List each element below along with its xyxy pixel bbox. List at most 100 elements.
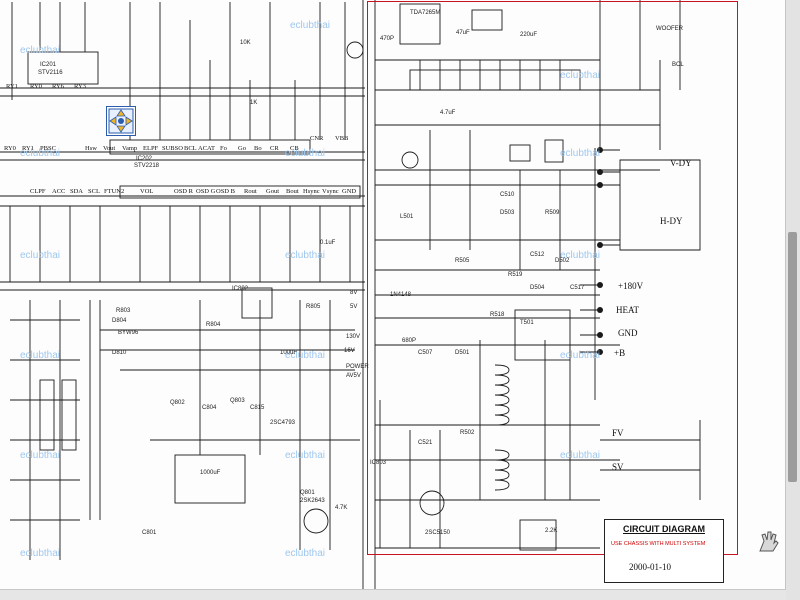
component-label: L501	[400, 214, 414, 220]
bus-label: Bout	[286, 188, 299, 195]
component-label: R502	[460, 430, 475, 436]
watermark: eclubthai	[285, 450, 326, 461]
bus-label: FTUN2	[104, 188, 125, 195]
component-label: D503	[500, 210, 515, 216]
component-label: R518	[490, 312, 505, 318]
bus-label: RY1	[22, 145, 34, 152]
component-label: D804	[112, 318, 127, 324]
component-label: C815	[250, 405, 265, 411]
watermark: eclubthai	[290, 20, 331, 31]
navigation-arrows-icon[interactable]	[106, 106, 136, 136]
component-label: 470P	[380, 36, 395, 42]
bus-label: CLPF	[30, 188, 46, 195]
component-label: 0.1uF	[320, 240, 336, 246]
schematic-drawing	[0, 0, 701, 590]
watermark: eclubthai	[560, 450, 601, 461]
watermark: eclubthai	[20, 450, 61, 461]
ic-label: STV2218	[134, 163, 160, 169]
component-label: Q802	[170, 400, 185, 406]
bus-label: Go	[238, 145, 246, 152]
scrollbar-thumb[interactable]	[788, 232, 797, 482]
signal-label: RY0	[30, 83, 42, 90]
component-label: T501	[520, 320, 534, 326]
signal-label: RY3	[74, 83, 86, 90]
signal-label: RY1	[6, 83, 18, 90]
component-label: 4.7K	[335, 505, 348, 511]
misc-label: 130V	[346, 334, 361, 340]
component-label: C804	[202, 405, 217, 411]
diagram-subtitle: USE CHASSIS WITH MULTI SYSTEM	[611, 541, 706, 547]
diagram-title: CIRCUIT DIAGRAM	[623, 524, 705, 534]
component-label: 2SK2643	[300, 498, 325, 504]
bus-label: ACC	[52, 188, 66, 195]
vertical-scrollbar[interactable]	[785, 0, 800, 600]
bus-label: CB	[290, 145, 299, 152]
component-label: 2SC4793	[270, 420, 296, 426]
misc-label: 16V	[344, 348, 355, 354]
component-label: BYW96	[118, 330, 139, 336]
watermark: eclubthai	[285, 350, 326, 361]
component-label: D501	[455, 350, 470, 356]
component-label: C507	[418, 350, 433, 356]
watermark: eclubthai	[20, 350, 61, 361]
output-label: +180V	[618, 281, 644, 291]
output-label: HEAT	[616, 305, 639, 315]
horizontal-scrollbar[interactable]	[0, 589, 786, 600]
watermark: eclubthai	[560, 70, 601, 81]
component-label: 10K	[240, 40, 251, 46]
watermark: eclubthai	[20, 548, 61, 559]
watermark: eclubthai	[285, 250, 326, 261]
watermark: eclubthai	[560, 148, 601, 159]
bus-label: SCL	[88, 188, 100, 195]
component-label: 1K	[250, 100, 258, 106]
watermark: eclubthai	[285, 148, 326, 159]
bus-label: RY0	[4, 145, 16, 152]
component-label: Q803	[230, 398, 245, 404]
bus-label: OSD B	[216, 188, 235, 195]
bus-label: ELPF	[143, 145, 159, 152]
component-label: R804	[206, 322, 221, 328]
component-label: IC802	[232, 286, 249, 292]
misc-label: BCL	[672, 62, 684, 68]
component-label: 2.2K	[545, 528, 558, 534]
watermark: eclubthai	[20, 250, 61, 261]
component-label: C512	[530, 252, 545, 258]
component-label: R505	[455, 258, 470, 264]
hand-pan-icon[interactable]	[754, 529, 782, 555]
bus-label: OSD R	[174, 188, 193, 195]
component-label: D504	[530, 285, 545, 291]
bus-label: VBB	[335, 135, 349, 142]
watermark: eclubthai	[560, 250, 601, 261]
bus-label: CNR	[310, 135, 324, 142]
highlight-frame	[367, 1, 738, 555]
ic-label: IC202	[136, 156, 153, 162]
bus-label: Vsync	[322, 188, 339, 195]
component-label: C521	[418, 440, 433, 446]
bus-label: Hsw	[85, 145, 97, 152]
component-label: 2SC5150	[425, 530, 451, 536]
component-label: C801	[142, 530, 157, 536]
bus-label: PBSC	[40, 145, 56, 152]
output-label: H-DY	[660, 216, 683, 226]
bus-label: SDA	[70, 188, 84, 195]
ic-label: TDA7265M	[410, 10, 441, 16]
bus-label: Vout	[103, 145, 116, 152]
bus-label: ACAT	[198, 145, 215, 152]
output-label: V-DY	[670, 158, 692, 168]
bus-label: Gout	[266, 188, 279, 195]
bus-label: Hsync	[303, 188, 320, 195]
component-label: D502	[555, 258, 570, 264]
bus-label: Bo	[254, 145, 262, 152]
component-label: R805	[306, 304, 321, 310]
component-label: 100uF	[280, 350, 298, 356]
component-label: 220uF	[520, 32, 538, 38]
watermark: eclubthai	[20, 45, 61, 56]
misc-label: AV5V	[346, 373, 361, 379]
watermark: eclubthai	[20, 148, 61, 159]
output-label: +B	[614, 348, 626, 358]
output-label: FV	[612, 428, 624, 438]
misc-label: WOOFER	[656, 26, 683, 32]
bus-label: VOL	[140, 188, 154, 195]
watermark: eclubthai	[560, 350, 601, 361]
